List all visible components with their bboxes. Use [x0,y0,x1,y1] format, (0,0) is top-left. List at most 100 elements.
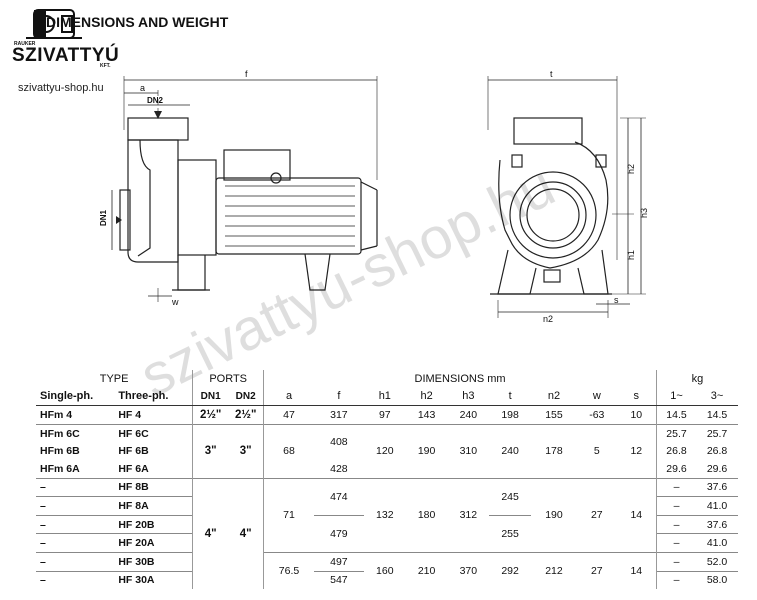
table-row: HFm 6C HF 6C 3" 3" 68 408 120 190 310 24… [36,423,738,479]
cell-three: HF 6C [114,423,193,443]
cell-kg1: – [656,533,697,553]
cell-h2: 180 [405,477,448,553]
cell-h1: 160 [363,551,406,590]
cell-s: 12 [616,423,657,479]
cell-three: HF 6A [118,462,149,475]
cell-kg3: 26.8 [706,445,728,458]
cell-kg3: 37.6 [696,477,738,497]
table-row: HFm 6A HF 6A 428 29.6 29.6 [36,460,738,478]
cell-kg1: 25.7 [656,423,697,443]
label-s: s [614,295,619,305]
cell-kg1: – [656,477,697,497]
cell-n2: 178 [531,423,577,479]
page-title: DIMENSIONS AND WEIGHT [46,14,229,30]
col-t: t [489,387,531,407]
col-kg-3ph: 3~ [696,387,738,407]
table-row: – HF 8B 4" 4" 71 474 132 180 312 245 190… [36,477,738,590]
cell-kg1: 29.6 [666,462,687,475]
cell-kg1: – [656,551,697,572]
header-kg: kg [691,372,704,385]
cell-single: – [36,514,115,534]
cell-single: – [36,533,115,553]
cell-h1: 97 [378,408,391,421]
logo-top-text: RAUKER [14,41,36,47]
cell-kg1: – [656,514,697,534]
col-h3: h3 [447,387,490,407]
cell-h3: 240 [459,408,478,421]
cell-h3: 310 [447,423,490,479]
table-row: HFm 6B HF 6B 26.8 26.8 [36,442,738,460]
cell-dn2: 2½" [228,405,265,425]
cell-h2: 190 [405,423,448,479]
cell-w: 27 [576,477,617,553]
pump-technical-drawing: f a DN2 DN1 w t h2 h3 h1 n2 s [99,69,649,324]
table-row: – HF 30A 547 – 58.0 [36,570,738,590]
dimensions-table: TYPE PORTS DIMENSIONS mm kg Single-ph. T… [36,370,738,590]
col-w: w [576,387,617,407]
cell-n2: 155 [545,408,563,421]
cell-three: HF 20A [114,533,193,553]
table-row: – HF 20A – 41.0 [36,533,738,553]
cell-kg3: 58.0 [696,570,738,590]
col-n2: n2 [531,387,577,407]
cell-single: – [36,570,115,590]
cell-kg3: 41.0 [696,496,738,516]
cell-a: 71 [263,477,314,553]
cell-single: HFm 6C [36,423,115,443]
cell-t: 240 [489,423,531,479]
cell-three: HF 30A [114,570,193,590]
cell-dn2: 4" [228,477,265,590]
label-h1: h1 [626,250,636,260]
cell-kg3: 29.6 [706,462,728,475]
table-row: – HF 30B 76.5 497 160 210 370 292 212 27… [36,551,738,590]
col-a: a [263,387,314,407]
cell-three: HF 4 [118,408,142,421]
cell-h3: 370 [447,551,490,590]
cell-kg3: 37.6 [696,514,738,534]
header-dimensions: DIMENSIONS mm [263,370,657,388]
col-single-phase: Single-ph. [36,387,115,407]
table-column-header-row: Single-ph. Three-ph. DN1 DN2 a f h1 h2 h… [36,387,738,407]
cell-f: 474 [313,477,364,516]
cell-s: 10 [616,405,657,425]
cell-h2: 143 [417,408,436,421]
cell-three: HF 20B [114,514,193,534]
header-type: TYPE [99,372,129,385]
cell-single: – [36,496,115,516]
cell-three: HF 8B [114,477,193,497]
cell-kg1: – [656,496,697,516]
cell-dn1: 3" [192,423,229,479]
cell-w: -63 [589,408,605,421]
cell-h1: 120 [363,423,406,479]
table-group-header-row: TYPE PORTS DIMENSIONS mm kg [36,370,738,388]
cell-kg1: 26.8 [666,445,687,458]
cell-f: 317 [330,408,348,421]
cell-dn1: 2½" [192,405,229,425]
logo-brand-text: SZIVATTYÚ [12,45,120,66]
table-row: HFm 4 HF 4 2½" 2½" 47 317 97 143 240 198… [36,405,738,425]
label-h3: h3 [639,208,649,218]
cell-three: HF 30B [114,551,193,572]
header-ports: PORTS [192,370,265,388]
cell-t: 255 [489,514,531,553]
cell-three: HF 8A [114,496,193,516]
col-f: f [313,387,364,407]
website-link[interactable]: szivattyu-shop.hu [18,82,104,94]
col-s: s [616,387,657,407]
cell-f: 408 [313,423,364,460]
cell-dn2: 3" [228,423,265,479]
label-dn2: DN2 [147,96,164,105]
label-n2: n2 [543,314,553,324]
cell-three: HF 6B [118,445,149,458]
table-row: – HF 8A – 41.0 [36,496,738,516]
cell-t: 245 [489,477,531,516]
cell-s: 14 [616,477,657,553]
cell-kg3: 25.7 [696,423,738,443]
table-row: – HF 20B 479 255 – 37.6 [36,514,738,553]
cell-single: HFm 6A [40,462,80,475]
cell-t: 292 [489,551,531,590]
cell-t: 198 [501,408,519,421]
cell-f: 547 [313,570,364,590]
cell-kg1: 14.5 [666,408,687,421]
cell-single: – [36,477,115,497]
